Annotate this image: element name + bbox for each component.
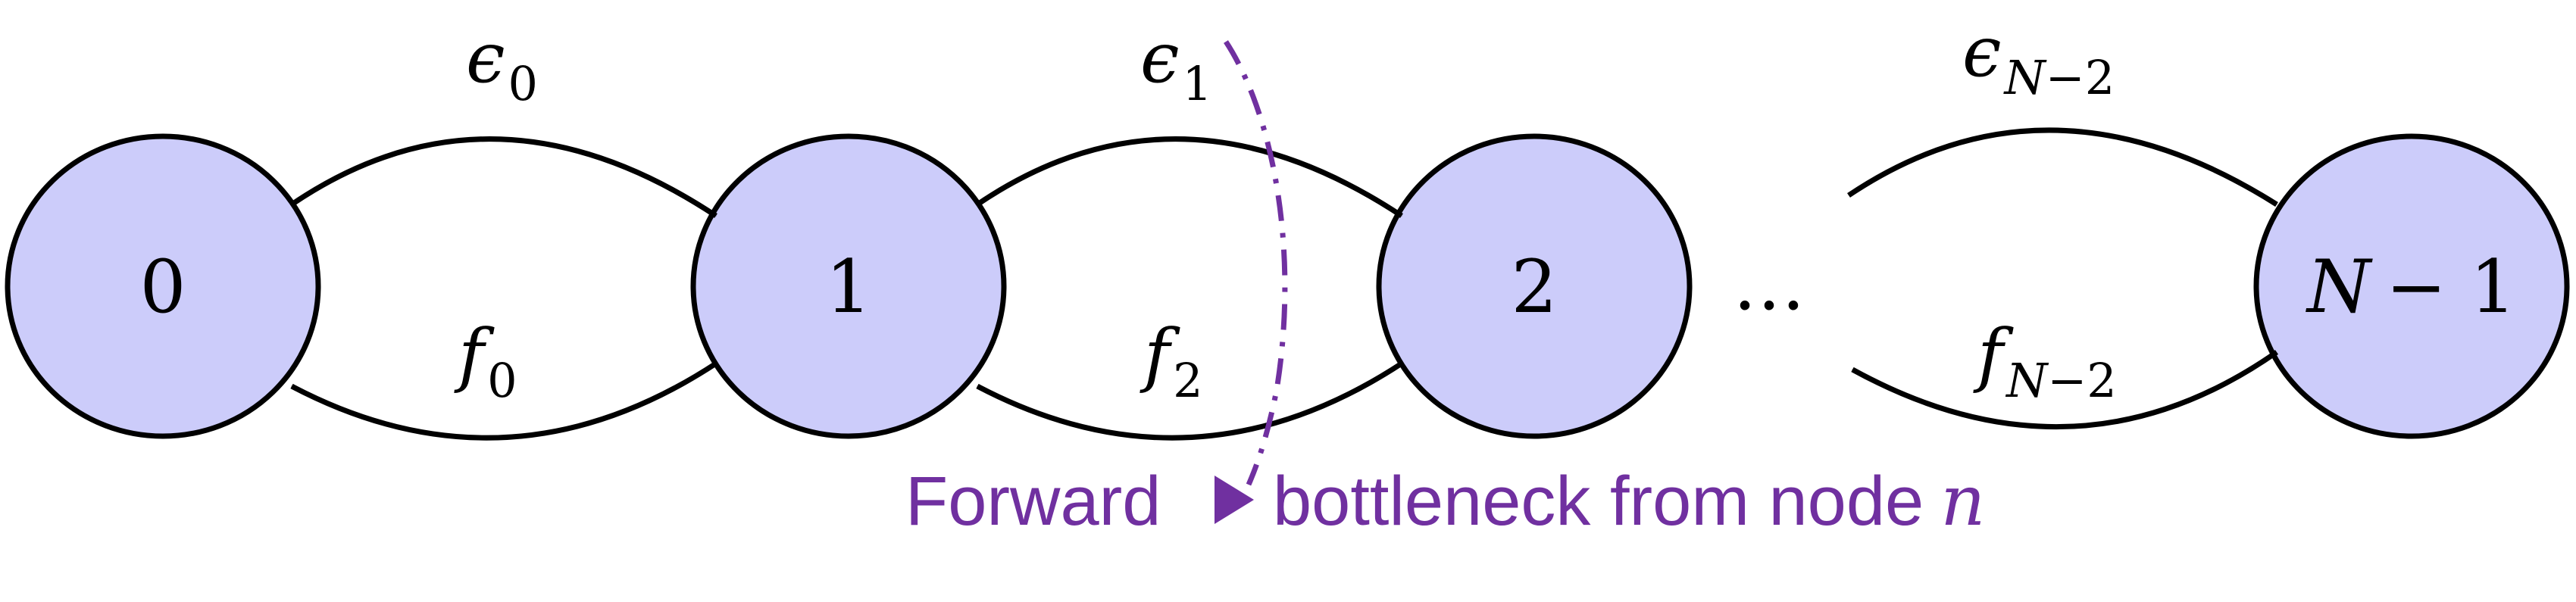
annotation-pointer-icon — [1215, 476, 1254, 524]
node-0: 0 — [5, 133, 321, 439]
forward-label-n-2: ϵN−2 — [1962, 11, 2115, 105]
forward-edge-n-2 — [1847, 127, 2278, 207]
backward-edge-1 — [976, 361, 1403, 441]
forward-edge-1 — [976, 136, 1403, 218]
annotation-before: Forward — [905, 463, 1161, 540]
backward-edge-0 — [290, 361, 717, 441]
node-n-minus-1-label: N− 1 — [2306, 245, 2516, 329]
node-1: 1 — [690, 133, 1007, 439]
node-1-circle — [690, 133, 1007, 439]
annotation-variable: n — [1940, 460, 1985, 541]
forward-label-1: ϵ1 — [1140, 17, 1212, 111]
node-2-label: 2 — [1511, 245, 1557, 329]
node-n-minus-1-rest: − 1 — [2386, 245, 2516, 329]
annotation-after: bottleneck from node — [1273, 463, 1924, 540]
node-n-minus-1-circle — [2253, 133, 2570, 439]
ellipsis: … — [1733, 242, 1805, 326]
node-0-circle — [5, 133, 321, 439]
forward-label-0: ϵ0 — [466, 17, 538, 111]
backward-label-0: f0 — [454, 314, 517, 408]
backward-label-n-2: fN−2 — [1973, 314, 2117, 408]
node-1-label: 1 — [825, 245, 871, 329]
backward-edge-n-2 — [1851, 350, 2279, 430]
bottleneck-annotation: Forward — [905, 463, 1161, 540]
backward-label-1: f2 — [1140, 314, 1203, 408]
node-n-minus-1-var: N — [2306, 245, 2373, 329]
bottleneck-cut-line — [1224, 40, 1288, 486]
node-2-circle — [1376, 133, 1693, 439]
node-2: 2 — [1376, 133, 1693, 439]
node-n-minus-1: N− 1 — [2253, 133, 2570, 439]
forward-edge-0 — [290, 136, 717, 218]
node-0-label: 0 — [139, 245, 186, 329]
